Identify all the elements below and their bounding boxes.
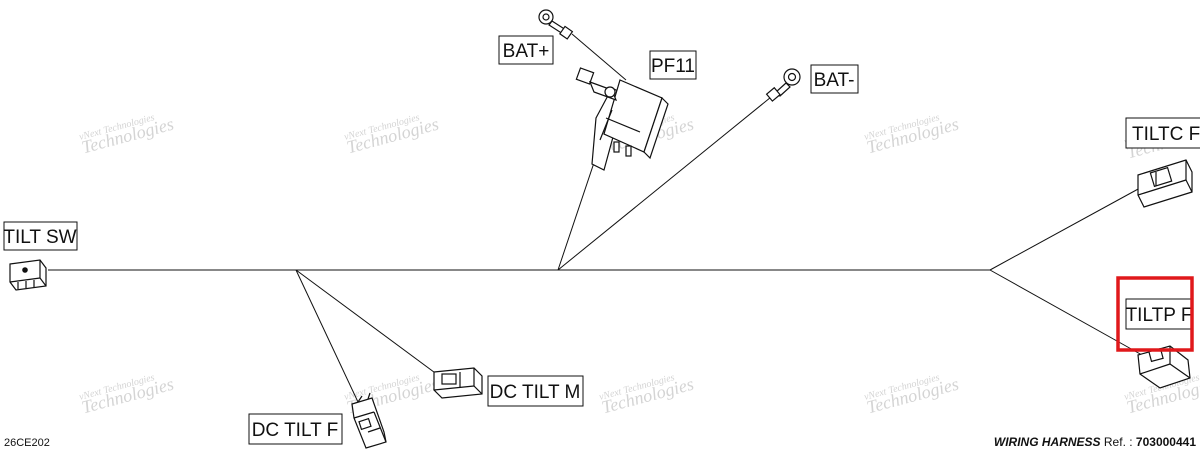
label-bat-minus: BAT- [810,64,859,94]
pf11-fuse-holder-icon [575,67,669,171]
ref-number: 703000441 [1135,435,1196,449]
label-text: TILTC F [1132,124,1200,145]
title-block: WIRING HARNESS Ref. : 703000441 [994,435,1196,449]
dc-tilt-m-connector-icon [433,367,483,399]
dc-tilt-f-connector-icon [351,392,387,449]
label-text: DC TILT F [252,420,339,441]
label-text: TILT SW [3,227,76,248]
label-dc-tilt-f: DC TILT F [248,413,343,445]
wire-to-bat-minus [557,92,777,271]
label-text: BAT- [814,70,855,91]
label-pf11: PF11 [649,50,697,80]
wire-to-tiltc [989,187,1141,271]
connector-labels: BAT+ PF11 BAT- TILTC F TILT SW TILTP F D… [3,35,1200,445]
ref-label: Ref. : [1103,435,1133,449]
harness-title: WIRING HARNESS [993,435,1101,449]
tiltc-f-connector-icon [1137,159,1193,208]
label-text: TILTP F [1126,305,1193,326]
wire-to-dc-tilt-m [295,269,443,379]
label-text: DC TILT M [490,382,581,403]
tiltp-f-connector-icon [1137,345,1191,389]
label-text: PF11 [651,56,695,77]
bat-minus-ring-terminal-icon [765,68,801,102]
watermarks: vNext Technologies Technologies vNext Te… [78,112,1200,417]
figure-code: 26CE202 [4,437,50,449]
wire-bat-plus-to-pf11 [571,33,627,81]
label-tiltp-f: TILTP F [1125,298,1193,330]
highlight-box-tiltp-f [1116,276,1194,352]
label-tilt-sw: TILT SW [3,221,78,251]
label-tiltc-f: TILTC F [1125,117,1200,149]
label-text: BAT+ [503,41,550,62]
label-bat-plus: BAT+ [498,35,554,65]
tilt-sw-connector-icon [9,259,47,291]
label-dc-tilt-m: DC TILT M [487,375,584,407]
bat-plus-ring-terminal-icon [538,9,574,40]
wire-to-dc-tilt-f [295,269,359,403]
